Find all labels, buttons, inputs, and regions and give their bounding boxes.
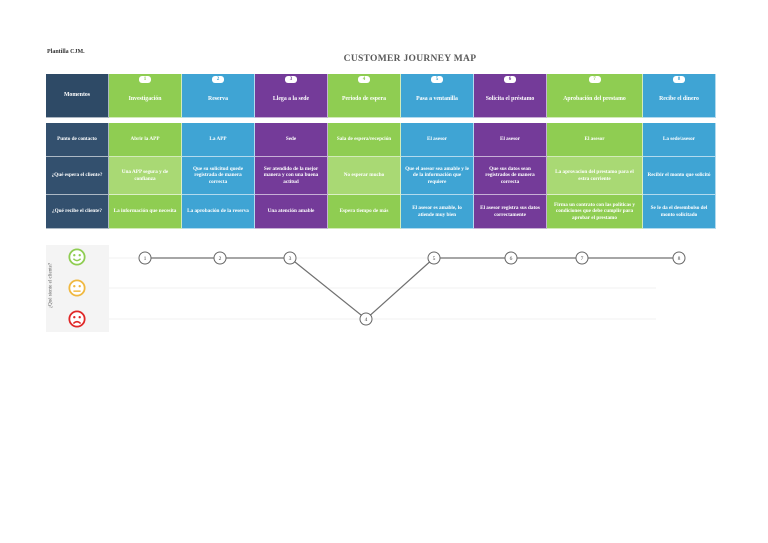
receives-cell: La aprobación de la reserva bbox=[182, 195, 255, 229]
expects-row: ¿Qué espera el cliente? Una APP segura y… bbox=[46, 157, 716, 195]
receives-cell: Firma un contrato con las políticas y co… bbox=[547, 195, 643, 229]
template-label: Plantilla CJM. bbox=[47, 49, 85, 55]
stage-number: 6 bbox=[504, 76, 516, 83]
emotion-point: 7 bbox=[575, 251, 589, 265]
emotion-point-label: 4 bbox=[365, 317, 368, 323]
touchpoint-cell: La sede/asesor bbox=[643, 123, 716, 157]
stage-name: Recibe el dinero bbox=[659, 95, 699, 102]
touchpoint-cell: Sede bbox=[255, 123, 328, 157]
receives-row: ¿Qué recibe el cliente? La información q… bbox=[46, 195, 716, 229]
sad-face-icon bbox=[68, 310, 86, 328]
stage-number: 2 bbox=[212, 76, 224, 83]
stage-number: 8 bbox=[673, 76, 685, 83]
touchpoint-cell: El asesor bbox=[547, 123, 643, 157]
expects-cell: No esperar mucho bbox=[328, 157, 401, 195]
neutral-face-icon bbox=[68, 279, 86, 297]
emotion-point: 4 bbox=[359, 312, 373, 326]
receives-cell: La información que necesita bbox=[109, 195, 182, 229]
emotion-point: 2 bbox=[213, 251, 227, 265]
emotion-line bbox=[145, 257, 679, 320]
stage-name: Solicita el préstamo bbox=[485, 95, 535, 102]
receives-cell: Una atención amable bbox=[255, 195, 328, 229]
emotion-point: 3 bbox=[283, 251, 297, 265]
expects-cell: Una APP segura y de confianza bbox=[109, 157, 182, 195]
row-label-momentos: Momentos bbox=[46, 74, 109, 118]
receives-cell: Se le da el desembolso del monto solicit… bbox=[643, 195, 716, 229]
expects-cell: Que el asesor sea amable y le de la info… bbox=[401, 157, 474, 195]
emotion-point-label: 8 bbox=[678, 256, 681, 262]
row-label-espera: ¿Qué espera el cliente? bbox=[46, 157, 109, 195]
row-label-recibe: ¿Qué recibe el cliente? bbox=[46, 195, 109, 229]
touchpoint-cell: Sala de espera/recepción bbox=[328, 123, 401, 157]
touchpoint-cell: El asesor bbox=[401, 123, 474, 157]
stage-number: 7 bbox=[588, 76, 601, 83]
touchpoint-row: Punto de contacto Abrir la APP La APP Se… bbox=[46, 123, 716, 157]
emotion-point: 8 bbox=[672, 251, 686, 265]
stage-number: 4 bbox=[358, 76, 370, 83]
stage-number: 1 bbox=[139, 76, 151, 83]
receives-cell: Espera tiempo de más bbox=[328, 195, 401, 229]
emotion-point-label: 1 bbox=[144, 256, 147, 262]
emotion-point-label: 2 bbox=[219, 256, 222, 262]
stage-name: Pasa a ventanilla bbox=[416, 95, 458, 102]
expects-cell: La aprovacion del prestamo para el estra… bbox=[547, 157, 643, 195]
emotion-point-label: 3 bbox=[289, 256, 292, 262]
receives-cell: El asesor es amable, lo atiende muy bien bbox=[401, 195, 474, 229]
stage-name: Aprobación del prestamo bbox=[563, 95, 626, 102]
stage-name: Periodo de espera bbox=[341, 95, 387, 102]
stage-name: Investigación bbox=[128, 95, 162, 102]
stage-number: 5 bbox=[431, 76, 443, 83]
receives-cell: El asesor registra sus datos correctamen… bbox=[474, 195, 547, 229]
expects-cell: Recibir el monto que solicitó bbox=[643, 157, 716, 195]
stage-name: Llega a la sede bbox=[272, 95, 310, 102]
row-label-punto: Punto de contacto bbox=[46, 123, 109, 157]
stage-number: 3 bbox=[285, 76, 297, 83]
touchpoint-cell: El asesor bbox=[474, 123, 547, 157]
emotion-point: 5 bbox=[427, 251, 441, 265]
emotion-point-label: 5 bbox=[433, 256, 436, 262]
page-title: CUSTOMER JOURNEY MAP bbox=[343, 54, 477, 64]
happy-face-icon bbox=[68, 248, 86, 266]
expects-cell: Ser atendido de la mejor manera y con un… bbox=[255, 157, 328, 195]
touchpoint-cell: Abrir la APP bbox=[109, 123, 182, 157]
emotion-point-label: 6 bbox=[510, 256, 513, 262]
emotion-point: 6 bbox=[504, 251, 518, 265]
touchpoint-cell: La APP bbox=[182, 123, 255, 157]
expects-cell: Que sus datos sean registrados de manera… bbox=[474, 157, 547, 195]
emotion-point-label: 7 bbox=[581, 256, 584, 262]
emotion-point: 1 bbox=[138, 251, 152, 265]
stage-name: Reserva bbox=[208, 95, 228, 102]
emotion-panel: ¿Qué siente el cliente? bbox=[46, 245, 109, 332]
expects-cell: Que su solicitud quede registrada de man… bbox=[182, 157, 255, 195]
